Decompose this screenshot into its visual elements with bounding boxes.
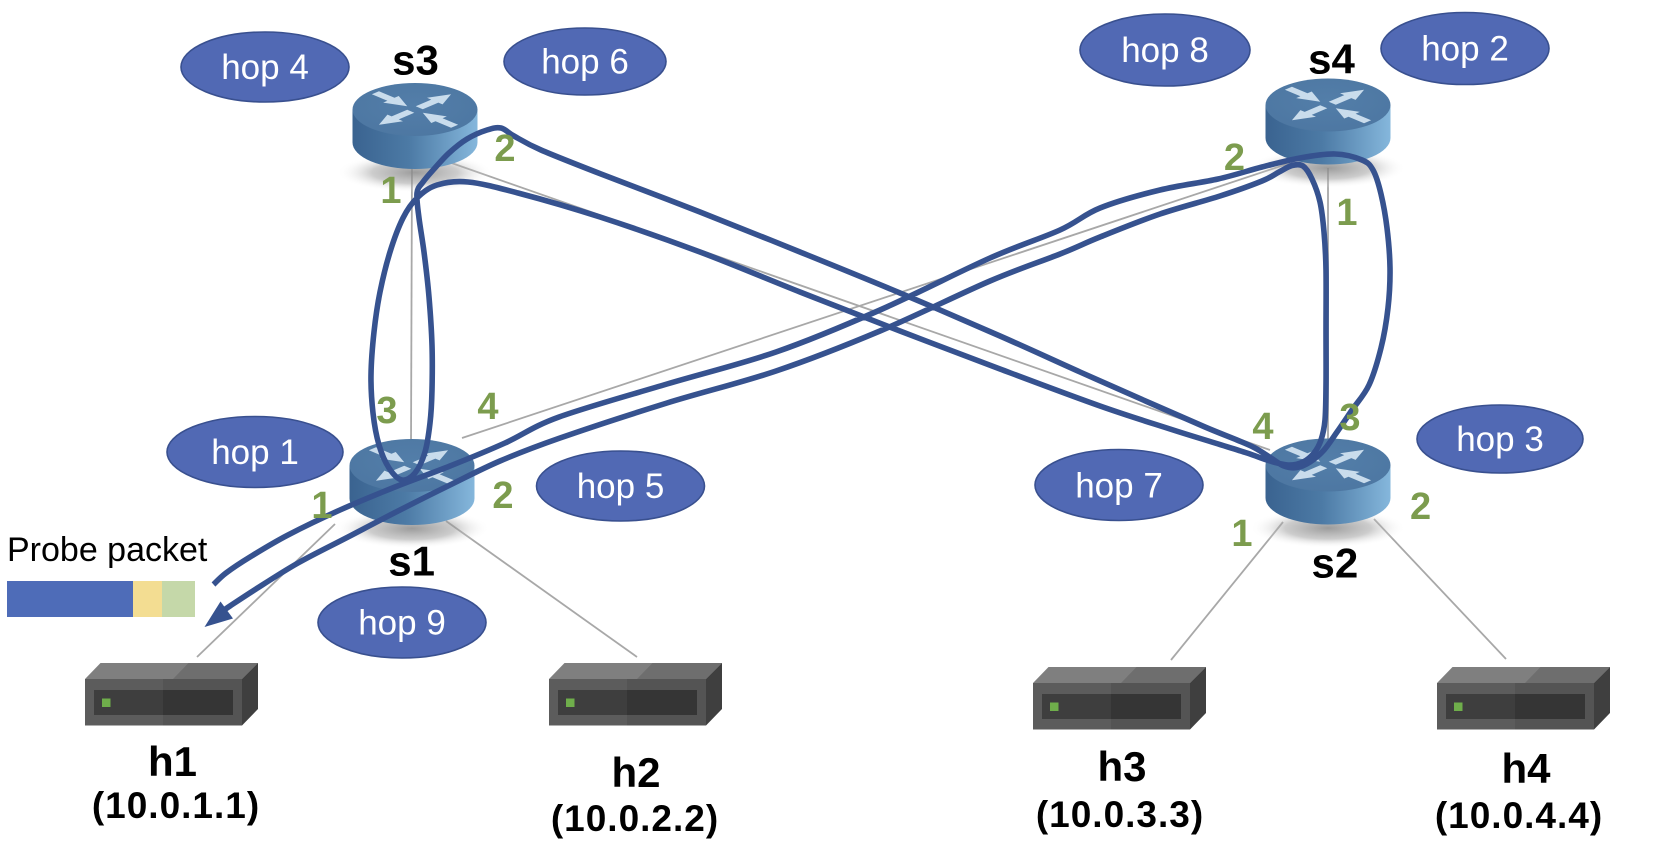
svg-text:s2: s2 xyxy=(1312,540,1359,587)
svg-text:hop 7: hop 7 xyxy=(1075,467,1163,506)
svg-text:Probe packet: Probe packet xyxy=(7,531,208,569)
svg-text:hop 2: hop 2 xyxy=(1421,30,1509,69)
svg-text:hop 8: hop 8 xyxy=(1121,31,1209,70)
svg-text:1: 1 xyxy=(311,485,332,527)
svg-text:s3: s3 xyxy=(392,36,439,83)
svg-text:1: 1 xyxy=(380,170,401,212)
svg-text:2: 2 xyxy=(1224,137,1245,179)
svg-text:(10.0.3.3): (10.0.3.3) xyxy=(1036,794,1204,835)
svg-text:3: 3 xyxy=(1339,397,1360,439)
svg-text:h4: h4 xyxy=(1501,745,1551,792)
svg-text:hop 9: hop 9 xyxy=(358,604,446,643)
svg-text:(10.0.4.4): (10.0.4.4) xyxy=(1435,795,1603,836)
svg-text:2: 2 xyxy=(492,475,513,517)
svg-text:(10.0.2.2): (10.0.2.2) xyxy=(551,798,719,839)
svg-text:h2: h2 xyxy=(611,749,660,796)
svg-text:2: 2 xyxy=(1410,486,1431,528)
svg-text:s4: s4 xyxy=(1308,36,1355,83)
svg-text:hop 6: hop 6 xyxy=(541,43,629,82)
svg-text:h1: h1 xyxy=(148,738,197,785)
svg-text:2: 2 xyxy=(494,128,515,170)
svg-text:hop 4: hop 4 xyxy=(221,48,309,87)
svg-text:hop 3: hop 3 xyxy=(1456,420,1544,459)
svg-text:h3: h3 xyxy=(1097,743,1146,790)
svg-text:hop 1: hop 1 xyxy=(211,433,299,472)
svg-text:3: 3 xyxy=(376,390,397,432)
svg-text:s1: s1 xyxy=(388,537,435,584)
svg-text:1: 1 xyxy=(1231,513,1252,555)
svg-text:4: 4 xyxy=(477,386,498,428)
svg-text:hop 5: hop 5 xyxy=(577,467,665,506)
svg-text:4: 4 xyxy=(1252,406,1273,448)
svg-text:1: 1 xyxy=(1336,192,1357,234)
svg-text:(10.0.1.1): (10.0.1.1) xyxy=(92,785,260,826)
